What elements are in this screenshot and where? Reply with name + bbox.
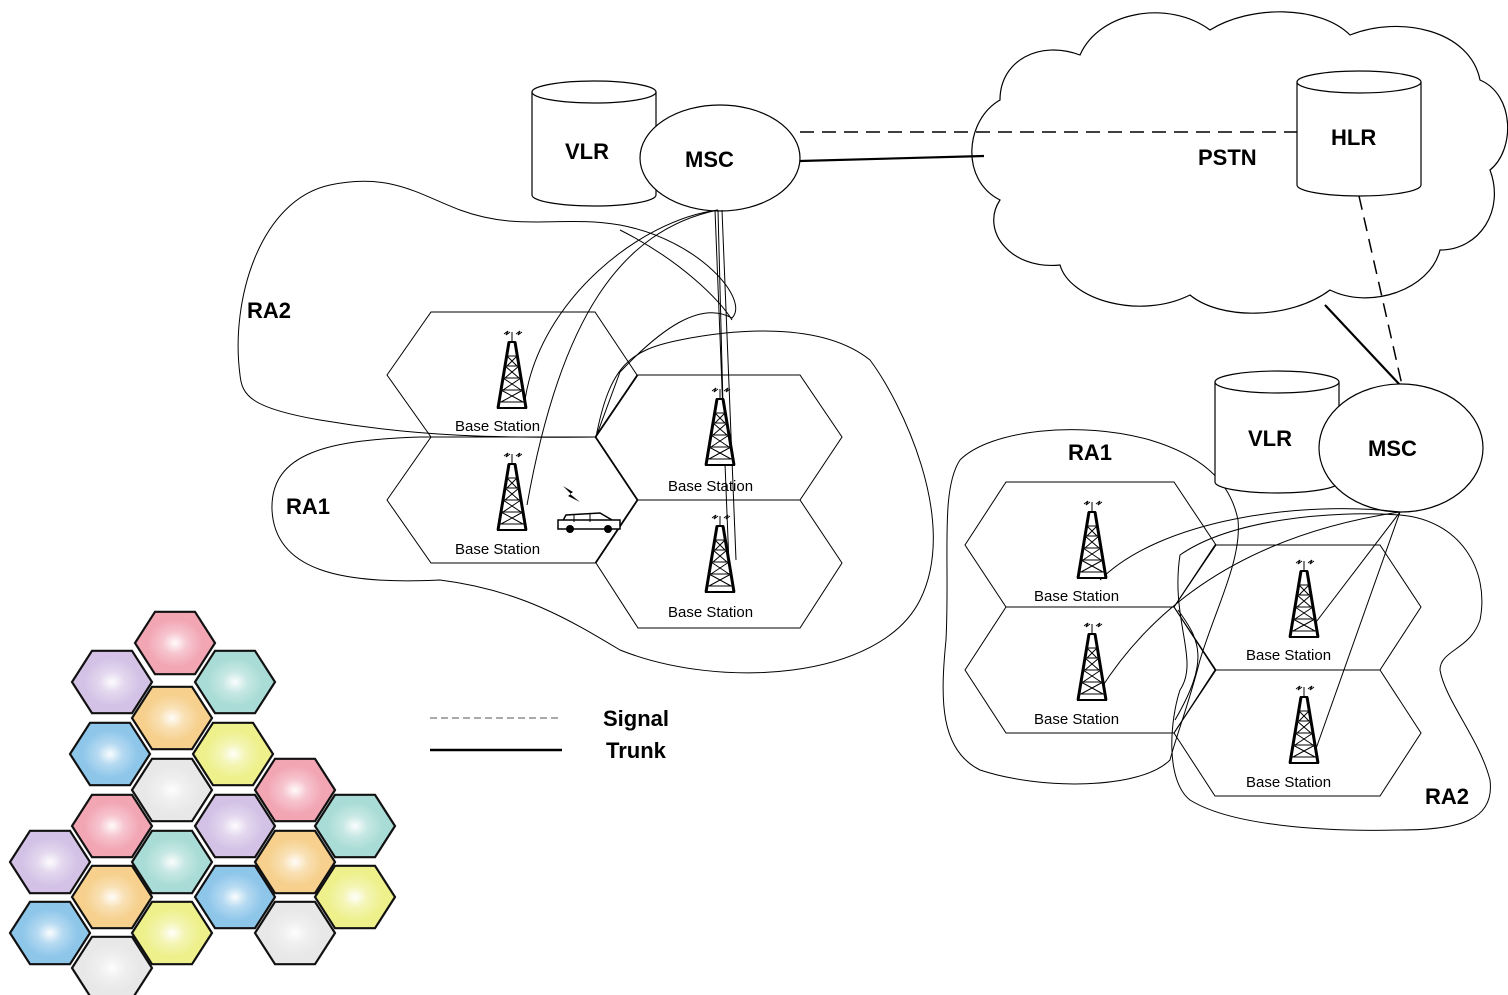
cluster-cell-highlight (207, 873, 263, 921)
legend-trunk-label: Trunk (606, 738, 667, 763)
left-ra1-boundary (271, 330, 934, 674)
right-vlr-label: VLR (1248, 426, 1292, 451)
right-msc-node (1318, 383, 1484, 513)
left-bs2-tower-icon (496, 451, 528, 532)
left-bs4-label: Base Station (668, 604, 753, 621)
left-ra2-boundary (237, 180, 737, 438)
hlr-database (1296, 70, 1422, 197)
right-ra1-label: RA1 (1068, 440, 1112, 465)
cluster-cell-highlight (147, 619, 203, 667)
signal-hlr-right-msc (1358, 195, 1403, 386)
right-msc-label: MSC (1368, 436, 1417, 461)
left-network: VLR MSC Base Station Base Station Base S… (237, 80, 934, 674)
cluster-cell-highlight (84, 802, 140, 850)
right-ra1-boundary (942, 429, 1239, 785)
right-bs1-label: Base Station (1034, 588, 1119, 605)
legend-signal-label: Signal (603, 706, 669, 731)
right-ra2-label: RA2 (1425, 784, 1469, 809)
left-bs1-tower-icon (496, 329, 528, 410)
right-link-cross (1174, 609, 1199, 721)
left-link-bs3b (721, 209, 737, 561)
cluster-cell-highlight (144, 694, 200, 742)
left-link-bs1 (524, 209, 719, 401)
cluster-cell-highlight (267, 838, 323, 886)
left-ra1-label: RA1 (286, 494, 330, 519)
right-link-bs3 (1309, 511, 1401, 631)
cluster-cell-highlight (207, 802, 263, 850)
right-link-bs1 (1099, 508, 1401, 581)
right-link-bs2 (1099, 511, 1401, 691)
hlr-label: HLR (1331, 125, 1376, 150)
left-bs4-tower-icon (704, 513, 736, 594)
cluster-cell-highlight (84, 944, 140, 992)
cluster-cell-highlight (207, 658, 263, 706)
right-network: VLR MSC Base Station Base Station Base S… (942, 370, 1491, 831)
cluster-cell-highlight (144, 766, 200, 814)
right-bs2-tower-icon (1076, 621, 1108, 702)
left-ra2-label: RA2 (247, 298, 291, 323)
left-vlr-label: VLR (565, 139, 609, 164)
right-bs4-label: Base Station (1246, 774, 1331, 791)
left-vlr-database (531, 80, 657, 207)
trunk-left-msc-pstn (799, 154, 985, 163)
cluster-cell-highlight (84, 658, 140, 706)
left-msc-label: MSC (685, 147, 734, 172)
right-ra2-boundary (1171, 513, 1491, 831)
left-msc-node (639, 104, 801, 212)
left-link-ra2-cross (619, 229, 733, 321)
cluster-cell-highlight (327, 873, 383, 921)
cluster-cell-highlight (84, 873, 140, 921)
left-bs2-label: Base Station (455, 541, 540, 558)
cluster-cell-highlight (267, 766, 323, 814)
right-cell-4 (1173, 669, 1422, 797)
right-bs1-tower-icon (1076, 499, 1108, 580)
left-bs1-label: Base Station (455, 418, 540, 435)
cluster-cell-highlight (205, 730, 261, 778)
cluster-cell-highlight (22, 838, 78, 886)
left-link-bs1b (526, 209, 719, 506)
right-bs4-tower-icon (1288, 684, 1320, 765)
legend: Signal Trunk (430, 706, 669, 763)
trunk-pstn-right-msc (1324, 304, 1401, 386)
cluster-cell-highlight (327, 802, 383, 850)
car-icon (557, 512, 621, 533)
right-bs3-label: Base Station (1246, 647, 1331, 664)
cluster-cell-highlight (267, 909, 323, 957)
cluster-cell-highlight (144, 838, 200, 886)
right-link-bs4 (1311, 511, 1401, 761)
lightning-icon (563, 486, 580, 502)
left-cell-2 (386, 436, 638, 564)
left-cell-4 (595, 499, 843, 629)
cluster-cell-highlight (144, 909, 200, 957)
pstn-label: PSTN (1198, 145, 1257, 170)
cluster-cell-highlight (22, 909, 78, 957)
left-bs3-label: Base Station (668, 478, 753, 495)
right-bs3-tower-icon (1288, 558, 1320, 639)
right-vlr-database (1214, 370, 1340, 494)
cluster-cell-highlight (82, 730, 138, 778)
cell-cluster-illustration (8, 610, 397, 995)
right-bs2-label: Base Station (1034, 711, 1119, 728)
